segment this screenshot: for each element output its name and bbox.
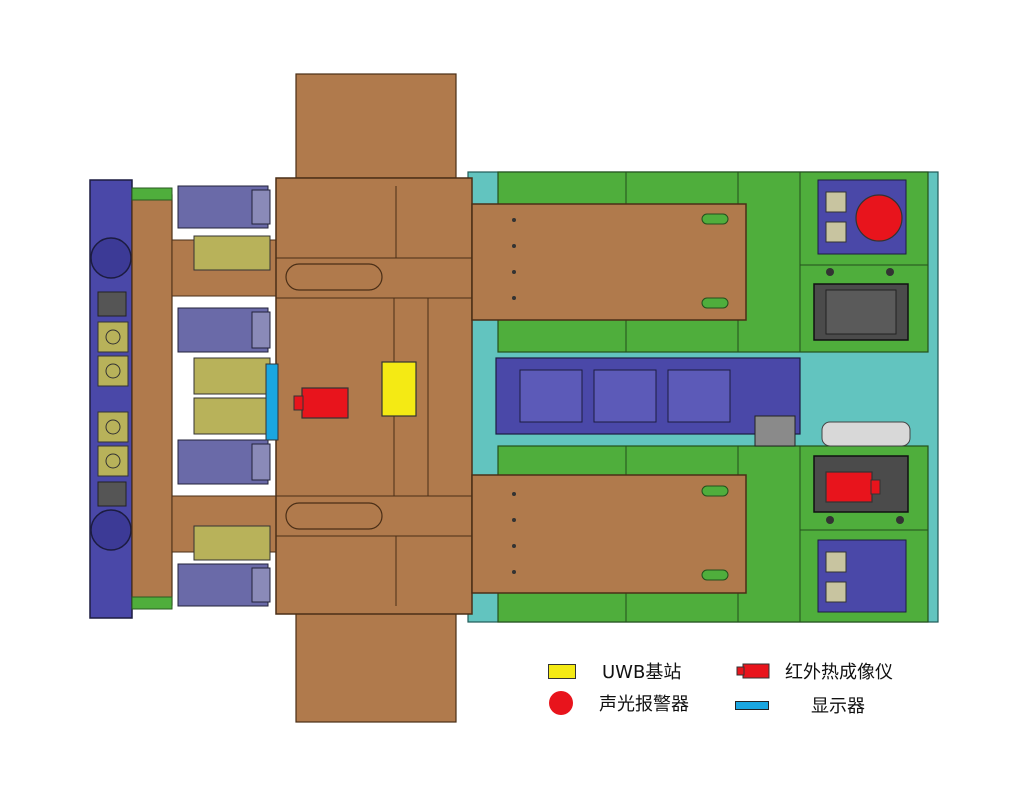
display-marker <box>265 363 279 441</box>
audible-visual-alarm-marker <box>855 194 903 242</box>
thermal-imager-marker-right <box>825 471 881 503</box>
display-swatch <box>735 700 769 710</box>
legend-item-alarm: 声光报警器 <box>549 690 689 716</box>
uwb-base-station-marker <box>381 361 417 417</box>
legend-label-alarm: 声光报警器 <box>599 694 689 715</box>
uwb-swatch <box>548 663 576 679</box>
left-motor-units <box>177 185 271 607</box>
thermal-imager-marker-left <box>293 387 349 419</box>
legend-label-display: 显示器 <box>811 696 865 717</box>
thermal-swatch <box>736 663 770 679</box>
legend-label-uwb: UWB基站 <box>602 662 682 683</box>
center-conveyor <box>495 357 911 447</box>
legend-item-uwb: UWB基站 <box>548 658 681 684</box>
left-drive-column <box>89 179 133 619</box>
alarm-swatch <box>549 691 573 715</box>
legend-item-thermal: 红外热成像仪 <box>735 658 893 684</box>
legend-label-thermal: 红外热成像仪 <box>785 662 893 683</box>
central-bronze-frame <box>275 73 747 723</box>
legend-item-display: 显示器 <box>735 692 865 718</box>
